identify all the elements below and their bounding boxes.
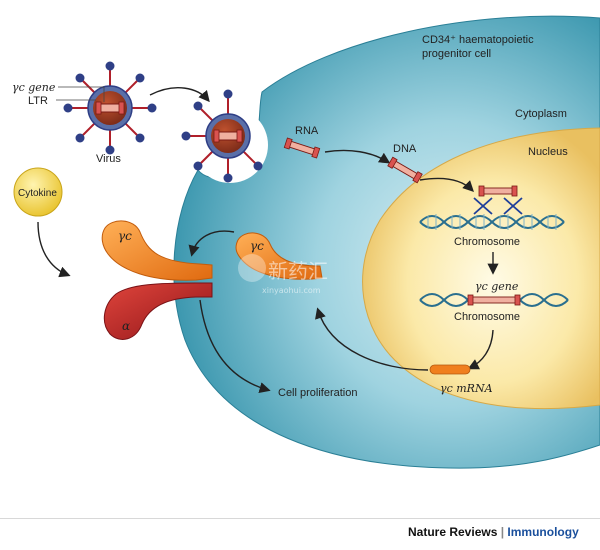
gamma-c-new-label: γc [250,239,264,253]
footer-rule [0,518,600,519]
cell-proliferation-label: Cell proliferation [278,387,357,399]
arrow-proliferation [199,299,271,394]
journal-footer: Nature Reviews | Immunology [408,525,579,539]
arrow-rna-dna [324,149,391,164]
mrna-label: γc mRNA [440,382,493,395]
gene-on-chromosome-label: γc gene [475,280,519,293]
dna-label: DNA [393,143,417,155]
cytokine [13,167,63,217]
virus-outside [63,61,157,155]
rna-label: RNA [295,125,319,137]
inserted-gene [467,294,521,306]
arrow-to-membrane [188,230,235,257]
chromosome-2 [419,293,569,307]
cell-type-label: CD34⁺ haematopoietic [422,34,534,46]
svg-text:xinyaohui.com: xinyaohui.com [262,286,321,295]
arrow-dna-integration [419,177,474,192]
crossover-marks [473,197,523,215]
rna-cassette [283,137,321,159]
ltr-label: LTR [28,95,48,107]
chromosome-1-label: Chromosome [454,236,520,248]
arrow-translation [315,307,429,371]
arrow-virus-entry [149,87,210,103]
chromosome-1 [419,215,565,229]
svg-text:新药汇: 新药汇 [268,259,328,283]
gene-label: γc gene [12,81,56,94]
nucleus [362,127,600,410]
nucleus-label: Nucleus [528,146,568,158]
cell-type-label-2: progenitor cell [422,48,491,60]
receptor-gamma-c [101,220,213,281]
arrow-transcription [467,329,494,370]
chromosome-1-rungs [427,214,557,230]
chromosome-2-label: Chromosome [454,311,520,323]
watermark: 新药汇 xinyaohui.com [238,254,328,295]
virus-label: Virus [96,153,121,165]
receptor-alpha [103,282,213,340]
virus-entering [181,89,263,183]
dna-cassette [387,156,423,184]
cytoplasm-label: Cytoplasm [515,108,567,120]
mrna-bar [429,364,471,375]
integration-cassette [478,185,518,197]
new-gamma-c-protein [235,232,323,280]
arrow-cytokine [37,221,71,278]
alpha-label: α [122,319,130,333]
gamma-c-label: γc [118,229,132,243]
cytokine-label: Cytokine [18,188,57,199]
